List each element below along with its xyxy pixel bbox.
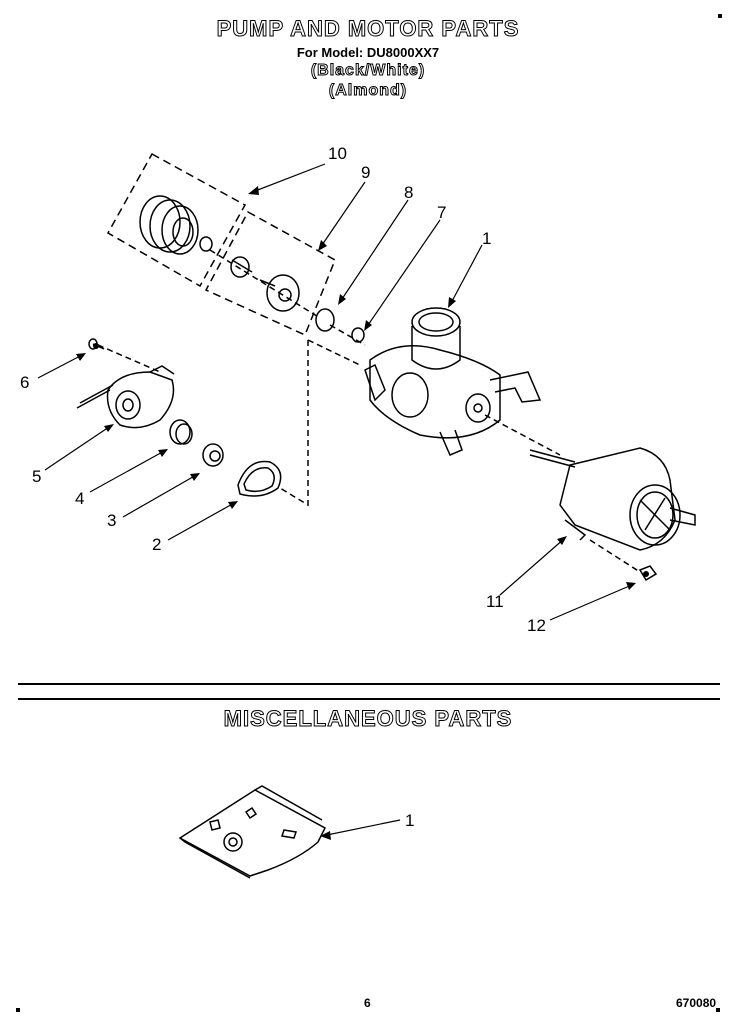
callout-6: 6 (20, 373, 30, 392)
callout-10: 10 (328, 144, 347, 163)
part-3-bearing (202, 443, 224, 467)
callout-4: 4 (75, 489, 85, 508)
part-8-seal (315, 308, 335, 332)
drawing-code: 670080 (676, 996, 717, 1010)
misc-parts-bag (178, 785, 326, 879)
model-line: For Model: DU8000XX7 (296, 45, 440, 60)
callout-9: 9 (361, 163, 371, 182)
dashed-box-10 (106, 152, 247, 288)
callout-7: 7 (437, 203, 447, 222)
callout-11: 11 (486, 592, 504, 611)
misc-callout-1: 1 (405, 811, 415, 830)
part-12-nut (638, 565, 658, 582)
corner-mark-bl (16, 1008, 20, 1012)
color-black-white: (Black/White) (310, 62, 426, 80)
callout-1: 1 (482, 229, 492, 248)
page-number: 6 (364, 996, 371, 1010)
part-11-motor (529, 447, 696, 551)
callout-2: 2 (152, 535, 162, 554)
part-9-impeller (230, 256, 300, 312)
part-2-gasket (237, 460, 282, 497)
corner-mark-br (716, 1008, 720, 1012)
part-5-cover (76, 365, 175, 429)
callout-12: 12 (527, 616, 546, 635)
callout-8: 8 (404, 183, 414, 202)
misc-title: MISCELLANEOUS PARTS (223, 706, 513, 732)
part-4-ring (169, 419, 193, 445)
dashed-box-9 (204, 210, 336, 337)
callout-5: 5 (32, 467, 42, 486)
corner-mark-tr (718, 14, 722, 18)
part-10-rotor (139, 195, 213, 255)
color-almond: (Almond) (328, 82, 408, 100)
part-7-washer (351, 327, 365, 343)
page-title: PUMP AND MOTOR PARTS (216, 16, 520, 42)
part-1-pump-housing (364, 307, 542, 456)
callout-3: 3 (107, 511, 117, 530)
